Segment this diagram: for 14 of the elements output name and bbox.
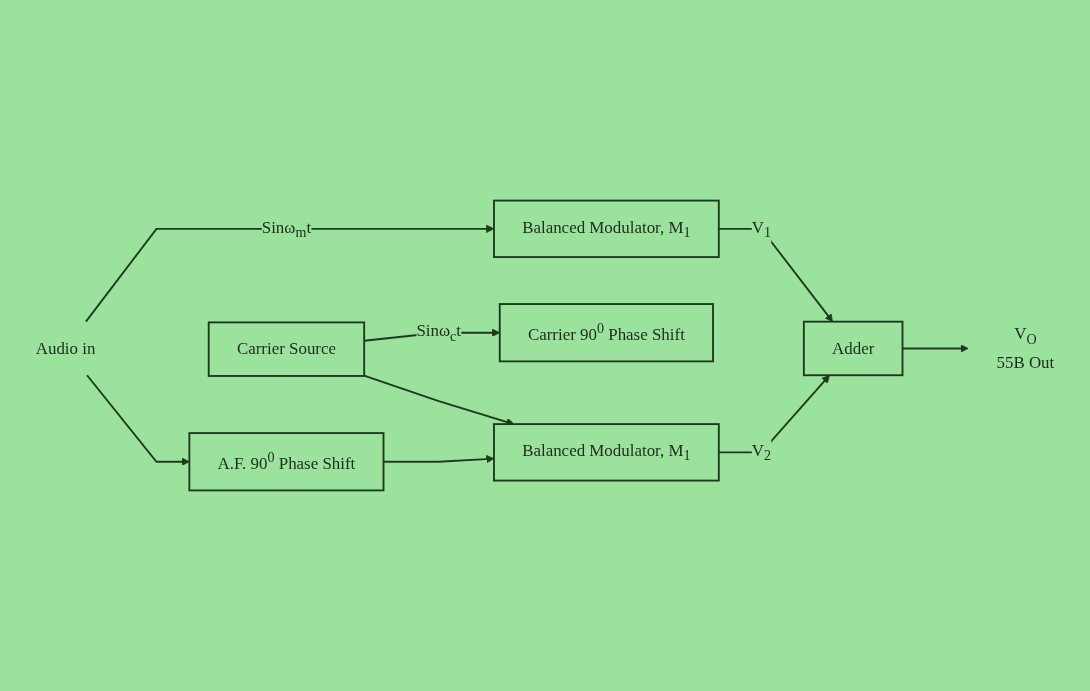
node-box: Carrier Source	[207, 321, 366, 377]
edge-label: V$_{2}$	[751, 441, 771, 464]
edge-label: V$_{1}$	[751, 217, 771, 240]
node-box: Balanced Modulator, M$_{1}$	[493, 423, 720, 482]
node-box: Adder	[802, 320, 904, 377]
arrow	[363, 374, 515, 426]
node-text: V$_{O}$ 55B Out	[996, 324, 1055, 372]
node-box: Balanced Modulator, M$_{1}$	[493, 199, 720, 258]
edge-label: Sinω$_{c}$t	[416, 321, 462, 344]
node-text: Audio in	[35, 338, 96, 358]
node-box: Carrier 90$^{0}$ Phase Shift	[498, 303, 714, 363]
arrow	[86, 374, 190, 466]
node-box: A.F. 90$^{0}$ Phase Shift	[188, 432, 385, 492]
edge-label: Sinω$_{m}$t	[261, 217, 312, 240]
